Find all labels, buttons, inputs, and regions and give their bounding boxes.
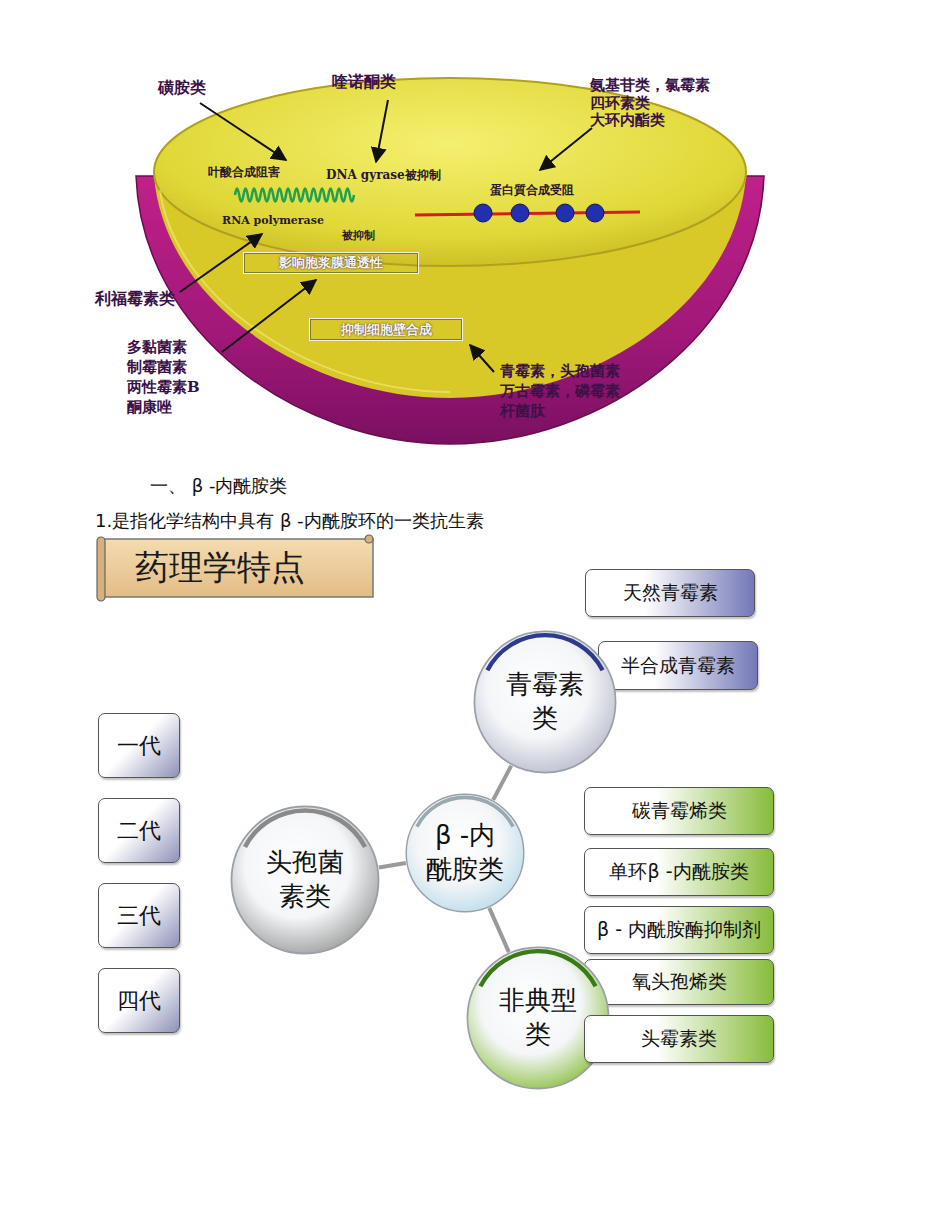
circle-node: β -内酰胺类 <box>405 793 525 913</box>
callout-label: 被抑制 <box>342 228 375 243</box>
label-box: 三代 <box>98 883 180 948</box>
leader-arrows <box>180 100 592 372</box>
label-box: 四代 <box>98 968 180 1033</box>
node-text: β -内酰胺类 <box>425 819 506 887</box>
callout-label: 氨基苷类，氯霉素 <box>590 76 710 95</box>
node-text: 头孢菌素类 <box>265 846 346 914</box>
callout-label: 两性霉素B <box>127 378 200 397</box>
node-text: 单环β -内酰胺类 <box>609 860 748 884</box>
circle-outline <box>405 793 525 913</box>
node-text: 天然青霉素 <box>623 581 718 605</box>
callout-label: 万古霉素，磷霉素 <box>500 382 620 401</box>
label-box: 单环β -内酰胺类 <box>584 848 774 896</box>
circle-node: 头孢菌素类 <box>230 805 380 955</box>
circle-outline <box>230 805 380 955</box>
callout-label: DNA gyrase被抑制 <box>326 167 441 184</box>
label-box: 碳青霉烯类 <box>584 787 774 835</box>
protein-chain <box>415 204 640 222</box>
node-text: 半合成青霉素 <box>621 654 735 678</box>
label-box: 头霉素类 <box>584 1015 774 1063</box>
label-box: 天然青霉素 <box>585 569 755 617</box>
label-box: 一代 <box>98 713 180 778</box>
callout-label: 制霉菌素 <box>127 358 187 377</box>
label-box: β - 内酰胺酶抑制剂 <box>584 906 774 954</box>
body-text: 1.是指化学结构中具有 β -内酰胺环的一类抗生素 <box>95 509 484 533</box>
callout-label: 磺胺类 <box>158 78 206 99</box>
dna-coil <box>235 189 354 202</box>
node-text: 影响胞浆膜通透性 <box>279 254 383 272</box>
callout-label: 大环内酯类 <box>590 111 665 130</box>
circle-outline <box>473 630 617 774</box>
callout-label: 利福霉素类 <box>95 289 175 310</box>
node-text: 头霉素类 <box>641 1027 717 1051</box>
callout-label: 蛋白質合成受阻 <box>490 182 574 199</box>
callout-label: 青霉素，头孢菌素 <box>500 362 620 381</box>
node-text: β - 内酰胺酶抑制剂 <box>597 918 761 942</box>
node-text: 非典型类 <box>498 984 579 1052</box>
connector-line <box>379 863 406 868</box>
label-box: 半合成青霉素 <box>598 641 758 690</box>
callout-label: RNA polymerase <box>222 214 324 227</box>
scroll-banner: 药理学特点 <box>95 534 377 602</box>
node-text: 一代 <box>117 732 161 760</box>
node-text: 抑制细胞壁合成 <box>341 321 432 339</box>
callout-label: 多黏菌素 <box>127 338 187 357</box>
callout-label: 叶酸合成阻害 <box>208 164 280 181</box>
label-box: 氧头孢烯类 <box>584 959 774 1005</box>
callout-label: 酮康唑 <box>127 398 172 417</box>
body-text: 一、 β -内酰胺类 <box>150 474 287 498</box>
node-text: 氧头孢烯类 <box>632 970 727 994</box>
node-text: 药理学特点 <box>135 545 305 591</box>
node-text: 四代 <box>117 987 161 1015</box>
circle-node: 青霉素类 <box>473 630 617 774</box>
callout-label: 杆菌肽 <box>500 402 545 421</box>
connector-line <box>489 908 509 952</box>
callout-label: 喹诺酮类 <box>332 72 396 93</box>
label-box: 影响胞浆膜通透性 <box>243 252 419 274</box>
node-text: 三代 <box>117 902 161 930</box>
label-box: 抑制细胞壁合成 <box>309 318 463 341</box>
node-text: 青霉素类 <box>505 668 586 736</box>
connector-line <box>493 766 511 800</box>
node-text: 碳青霉烯类 <box>632 799 727 823</box>
node-text: 二代 <box>117 817 161 845</box>
callout-label: 四环素类 <box>590 94 650 113</box>
bacterium-bowl <box>136 78 764 444</box>
label-box: 二代 <box>98 798 180 863</box>
